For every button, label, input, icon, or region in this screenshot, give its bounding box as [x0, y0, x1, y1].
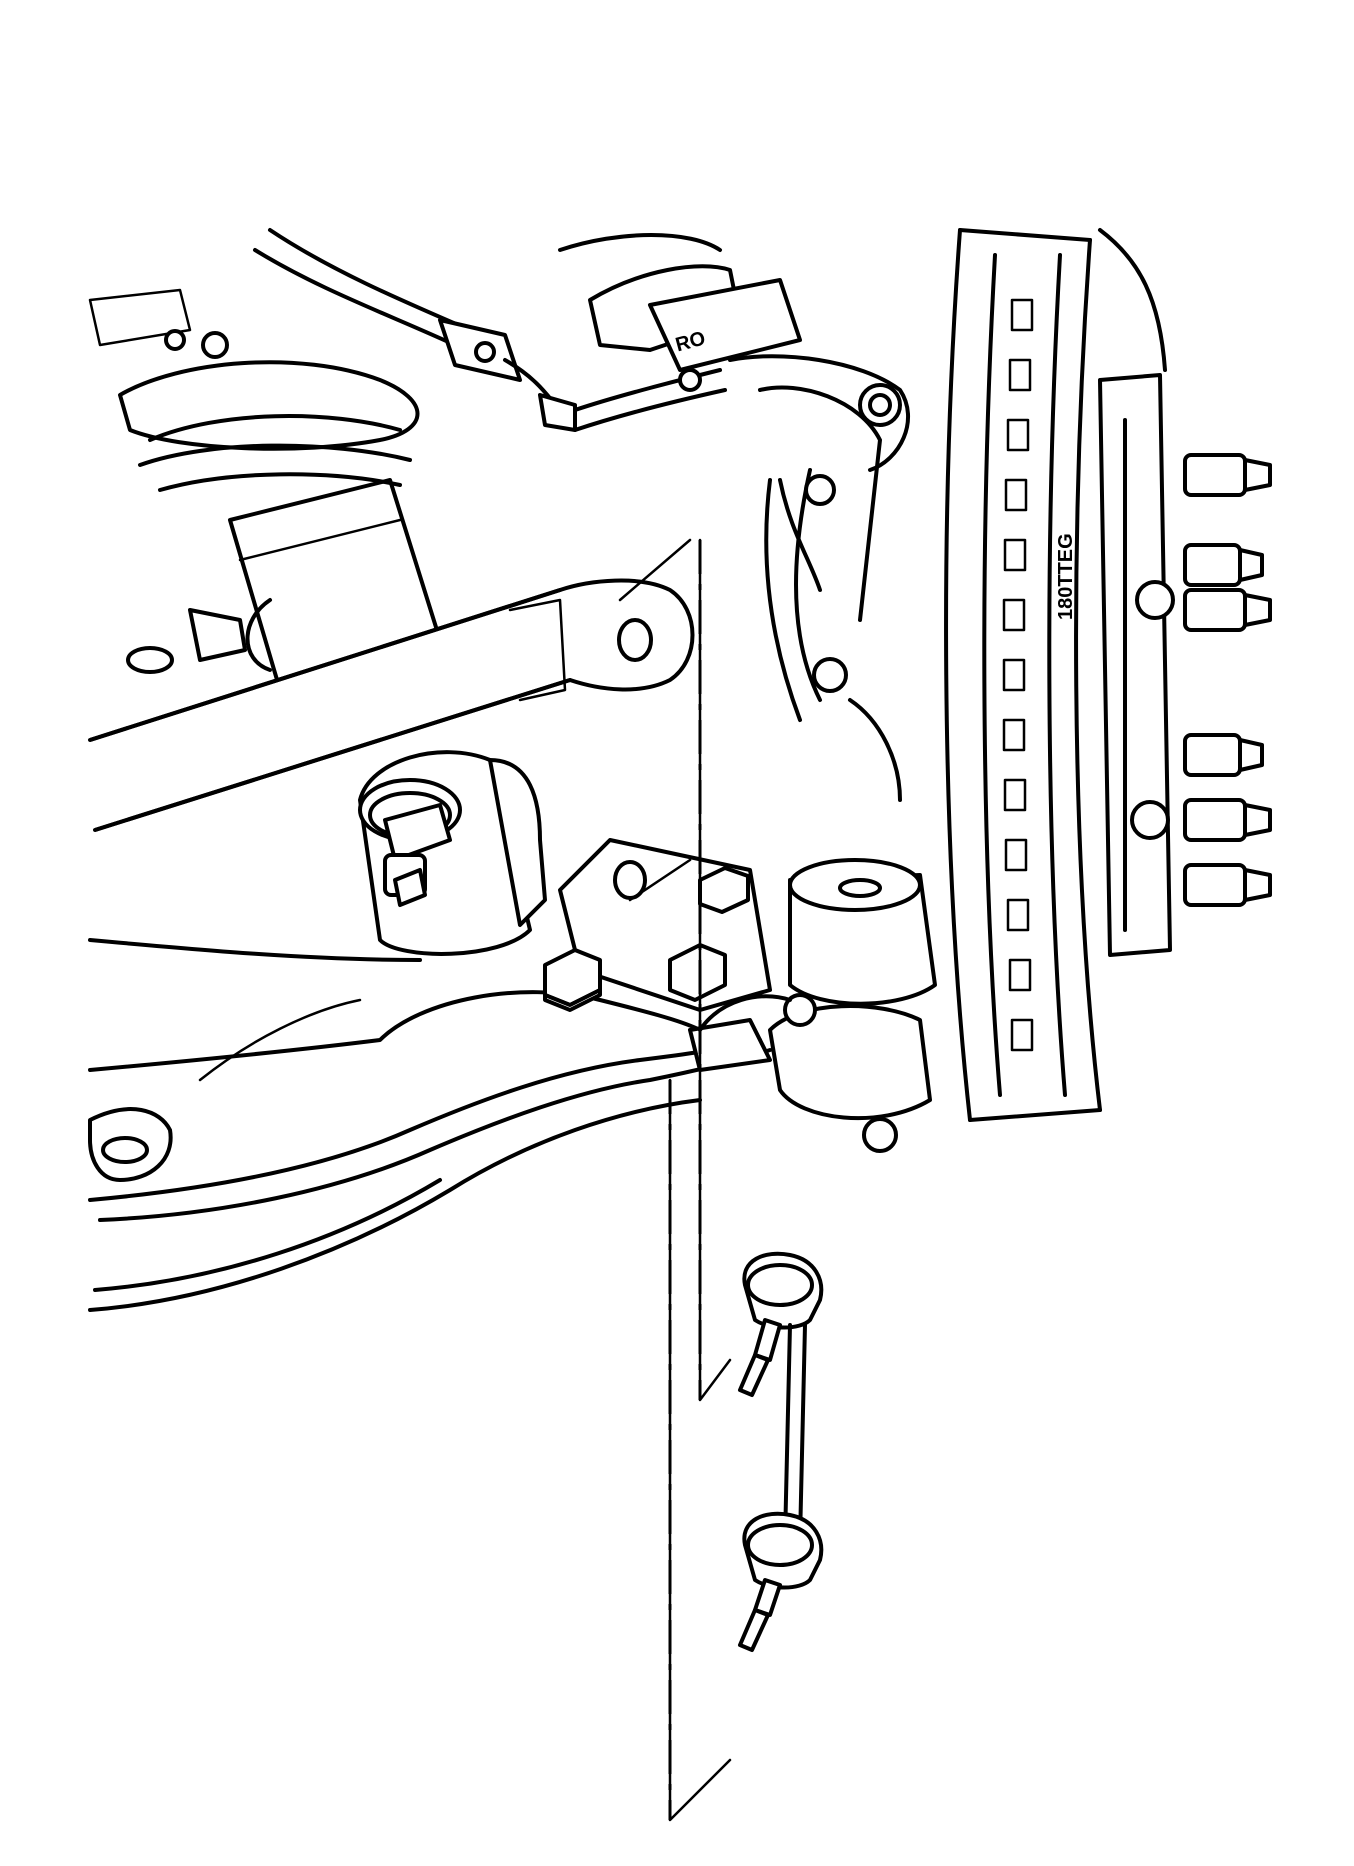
upper-bracket: RO [558, 233, 911, 472]
rotor-marking: 180TTEG [1055, 533, 1077, 620]
brake-rotor: 180TTEG [944, 228, 1102, 1122]
stabilizer-bolt [383, 803, 452, 907]
steering-knuckle [758, 383, 902, 802]
stabilizer-bushing [358, 750, 547, 956]
wheel-stud [1183, 798, 1272, 842]
wheel-stud [1183, 733, 1264, 777]
rotor-vents [1002, 298, 1034, 1052]
wheel-stud [1183, 588, 1272, 632]
mount-bolt [543, 948, 602, 1012]
brake-hose [253, 228, 727, 432]
wheel-stud [1183, 863, 1272, 907]
stabilizer-link [738, 1251, 824, 1652]
wheel-stud [1183, 453, 1272, 497]
wheel-hub [1098, 228, 1175, 957]
wheel-studs [1183, 453, 1272, 907]
alignment-lines [618, 538, 732, 1822]
lower-control-arm [88, 938, 772, 1312]
stabilizer-bar [88, 578, 695, 832]
coil-spring [88, 288, 420, 492]
ball-joint [688, 858, 937, 1153]
wheel-stud [1183, 543, 1264, 587]
mount-bolt [698, 866, 750, 914]
